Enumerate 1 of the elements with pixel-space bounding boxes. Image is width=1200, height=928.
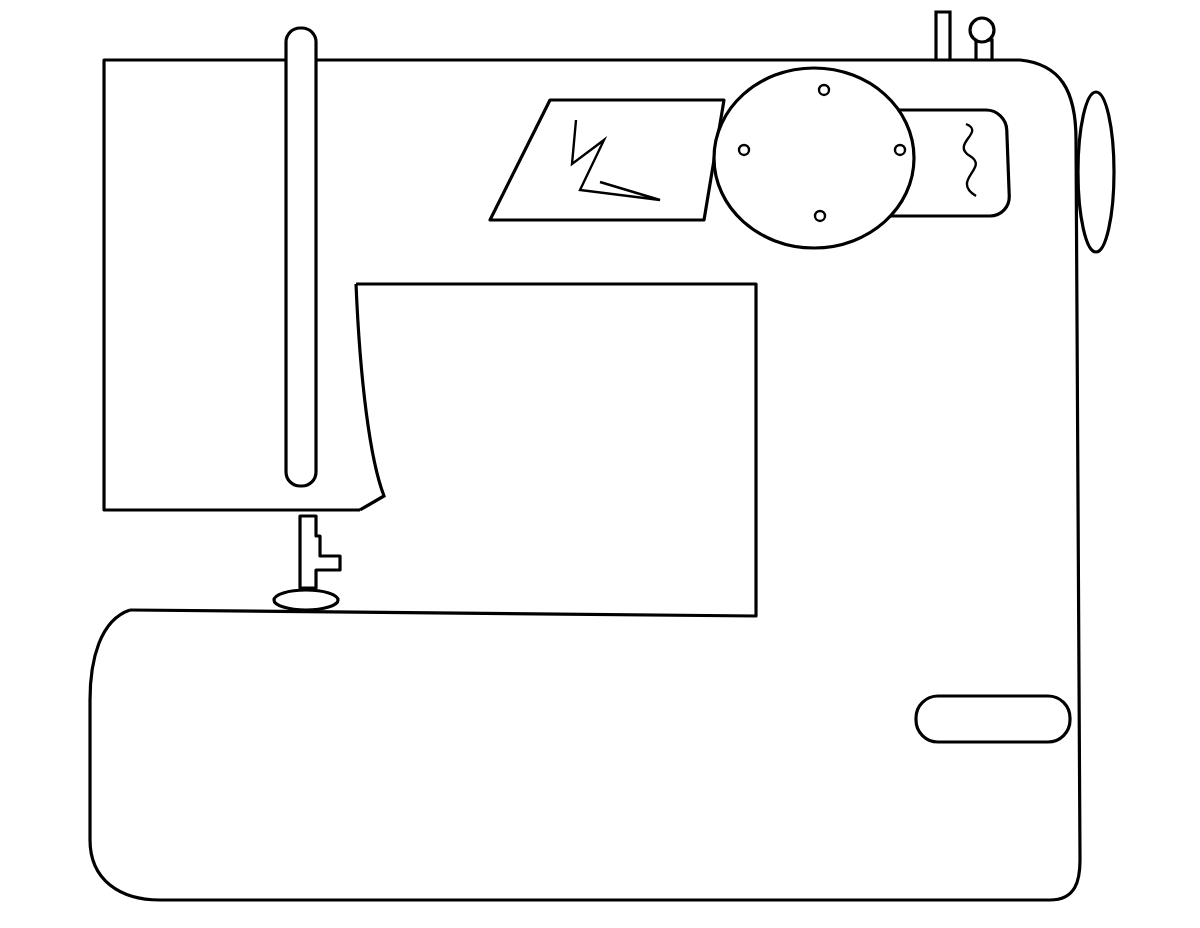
sewing-machine-drawing [88, 10, 1116, 902]
